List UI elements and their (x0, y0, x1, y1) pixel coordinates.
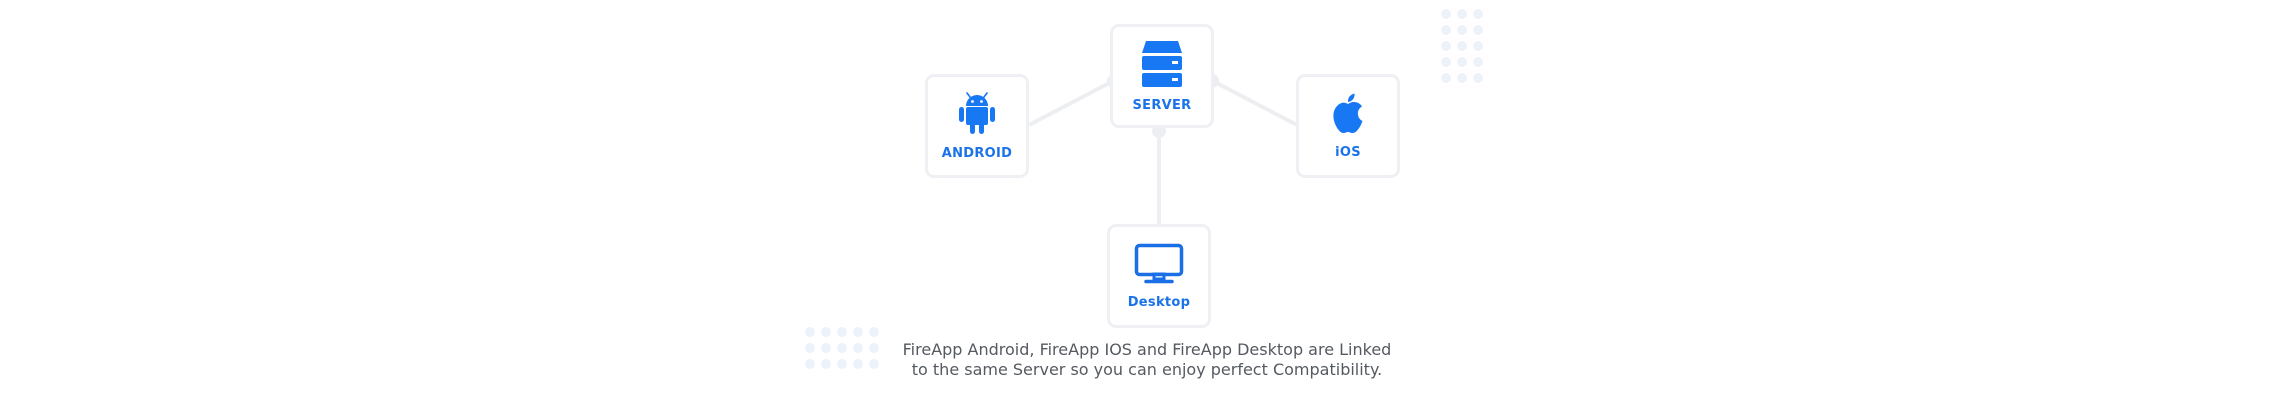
connector-android-server (1029, 78, 1117, 126)
android-label: ANDROID (941, 145, 1013, 161)
server-label: SERVER (1132, 97, 1192, 113)
ios-node: iOS (1296, 74, 1400, 178)
monitor-icon (1134, 243, 1184, 285)
android-node: ANDROID (925, 74, 1029, 178)
caption-line-2: to the same Server so you can enjoy perf… (911, 360, 1383, 379)
android-icon (957, 91, 997, 136)
desktop-label: Desktop (1127, 294, 1191, 310)
desktop-node: Desktop (1107, 224, 1211, 328)
dot-grid-top-right (1441, 9, 1483, 83)
dot-grid-bottom-left (805, 327, 879, 369)
caption: FireApp Android, FireApp IOS and FireApp… (847, 340, 1447, 380)
server-icon (1141, 40, 1183, 90)
connector-ios-server (1209, 78, 1297, 126)
apple-icon (1330, 93, 1366, 135)
ios-label: iOS (1335, 144, 1361, 160)
server-node: SERVER (1110, 24, 1214, 128)
caption-line-1: FireApp Android, FireApp IOS and FireApp… (902, 340, 1392, 359)
